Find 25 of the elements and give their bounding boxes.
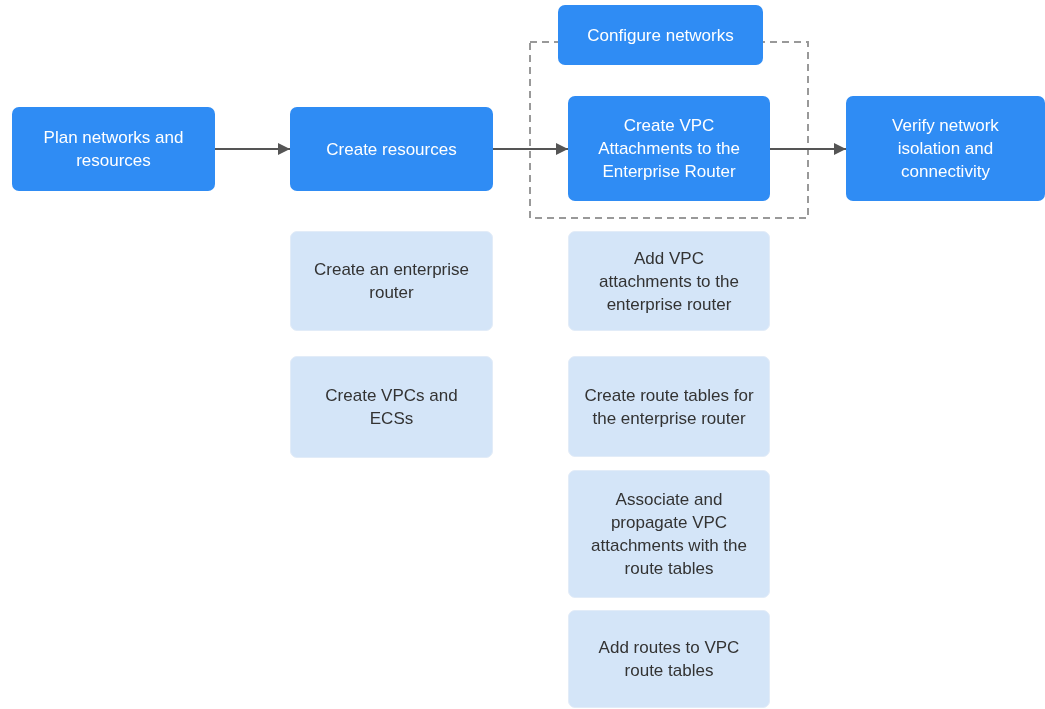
box-label: Create VPCs and ECSs — [324, 385, 459, 430]
step-box — [568, 231, 770, 331]
process-box — [290, 107, 493, 191]
process-box — [558, 5, 763, 65]
process-box — [12, 107, 215, 191]
step-box — [290, 231, 493, 331]
step-box — [568, 356, 770, 457]
box-label: Create resources — [326, 138, 457, 161]
arrow — [492, 143, 569, 155]
process-box — [846, 96, 1045, 201]
step-box — [290, 356, 493, 458]
process-box — [568, 96, 770, 201]
box-label: Verify network isolation and connectivity — [891, 115, 1000, 183]
box-label: Create VPC Attachments to the Enterprise Router — [597, 115, 741, 183]
box-label: Add routes to VPC route tables — [597, 637, 741, 682]
box-label: Configure networks — [587, 24, 734, 47]
step-box — [568, 470, 770, 598]
box-label: Create route tables for the enterprise router — [583, 384, 755, 430]
box-label: Add VPC attachments to the enterprise router — [598, 247, 740, 316]
box-label: Create an enterprise router — [313, 259, 470, 304]
box-label: Associate and propagate VPC attachments with the route tables — [590, 489, 748, 580]
box-label: Plan networks and resources — [42, 127, 185, 172]
arrow — [214, 143, 291, 155]
step-box — [568, 610, 770, 708]
arrow — [769, 143, 847, 155]
